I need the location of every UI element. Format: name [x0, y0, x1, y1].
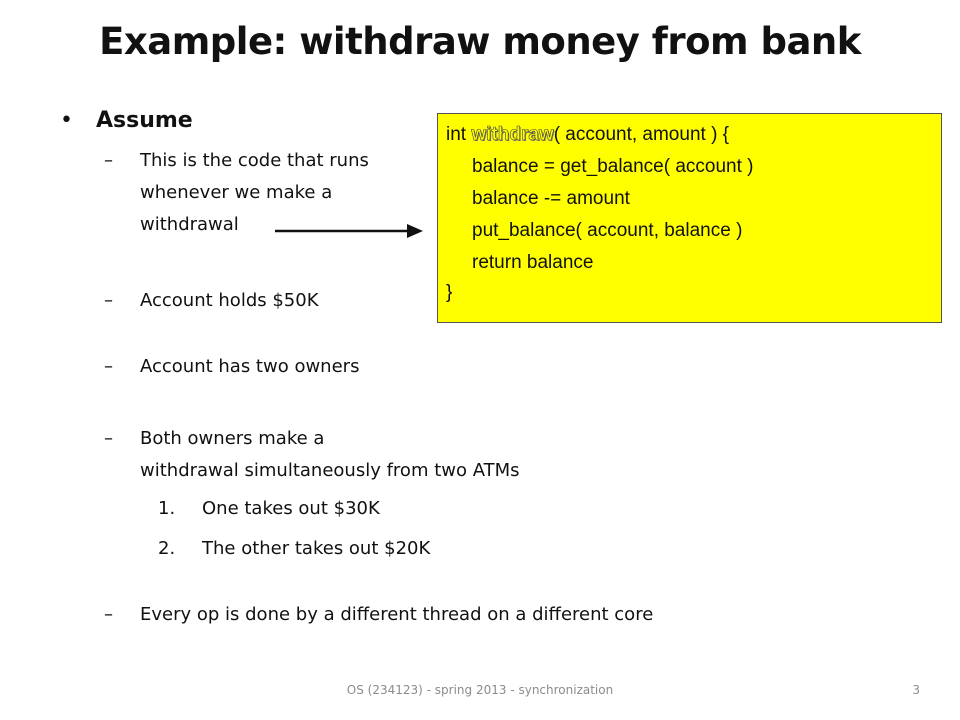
code-line-signature: int withdraw( account, amount ) {: [446, 120, 729, 150]
numbered-item-one: One takes out $30K: [202, 498, 380, 519]
dash-marker: –: [104, 428, 113, 449]
numbered-marker: 2.: [158, 538, 176, 559]
point-both-owners-line-2: withdrawal simultaneously from two ATMs: [140, 460, 520, 481]
dash-marker: –: [104, 150, 113, 171]
code-line-return: return balance: [472, 252, 594, 273]
point-code-line-3: withdrawal: [140, 214, 239, 235]
point-two-owners: Account has two owners: [140, 356, 360, 377]
page-number: 3: [912, 683, 920, 697]
bullet-dot: •: [60, 108, 73, 133]
point-every-op: Every op is done by a different thread o…: [140, 604, 654, 625]
code-box: int withdraw( account, amount ) { balanc…: [437, 113, 942, 323]
code-function-name: withdraw: [471, 124, 554, 146]
right-arrow-icon: [275, 224, 423, 238]
bullet-label: Assume: [96, 108, 193, 133]
dash-marker: –: [104, 290, 113, 311]
point-both-owners-line-1: Both owners make a: [140, 428, 325, 449]
code-line-get-balance: balance = get_balance( account ): [472, 156, 754, 177]
code-line-put-balance: put_balance( account, balance ): [472, 220, 743, 241]
code-line-close-brace: }: [446, 282, 453, 303]
point-code-line-1: This is the code that runs: [140, 150, 369, 171]
dash-marker: –: [104, 356, 113, 377]
point-code-line-2: whenever we make a: [140, 182, 333, 203]
code-signature-rest: ( account, amount ) {: [553, 124, 730, 145]
numbered-marker: 1.: [158, 498, 176, 519]
numbered-item-two: The other takes out $20K: [202, 538, 431, 559]
dash-marker: –: [104, 604, 113, 625]
code-keyword: int: [446, 124, 472, 145]
code-line-subtract: balance -= amount: [472, 188, 630, 209]
slide-title: Example: withdraw money from bank: [99, 20, 861, 63]
slide-footer: OS (234123) - spring 2013 - synchronizat…: [346, 683, 614, 697]
point-account-holds: Account holds $50K: [140, 290, 319, 311]
